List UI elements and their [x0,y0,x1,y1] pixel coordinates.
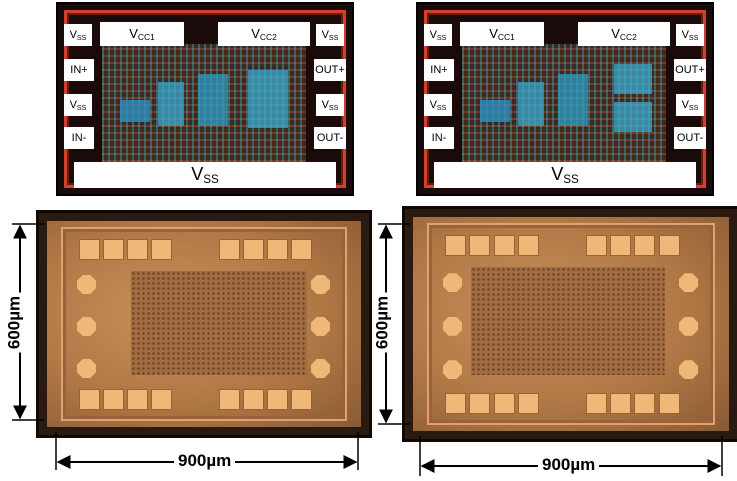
bond-pad [443,360,462,380]
transistor-block [480,100,510,122]
die-seal-ring [61,227,347,421]
width-dimension-left: 900µm [174,452,236,469]
transistor-block [614,102,652,132]
bond-pad [77,275,96,294]
vss-top-left-label: VSS [64,24,92,46]
bond-pad [291,389,312,410]
out-minus-label: OUT- [314,127,346,149]
transistor-block [198,74,228,126]
in-plus-label: IN+ [424,59,454,81]
bond-pad [311,317,330,336]
bond-pad [311,359,330,378]
bond-pad [77,359,96,378]
bond-pad [493,235,515,256]
bond-pad [658,235,680,256]
bond-pad [311,275,330,294]
bond-pad [517,235,539,256]
circuit-array [131,271,307,375]
bond-pad [679,360,698,380]
in-minus-label: IN- [424,127,454,149]
vss-top-left-label: VSS [424,24,452,46]
vss-bottom-label: VSS [74,162,336,188]
layout-right: VSS VCC1 VCC2 VSS IN+ OUT+ VSS VSS IN- O… [416,2,714,196]
height-dimension-left: 600µm [5,292,24,353]
vss-bottom-label: VSS [434,162,696,188]
bond-pad [610,393,632,414]
vcc2-label: VCC2 [218,22,310,46]
layout-left: VSS VCC1 VCC2 VSS IN+ OUT+ VSS VSS IN- O… [56,2,354,196]
transistor-block [248,70,288,128]
bond-pad [151,389,172,410]
bond-pad [219,389,240,410]
bond-pad [517,393,539,414]
vss-mid-right-label: VSS [316,94,344,116]
transistor-block [120,100,150,122]
bond-pad [443,273,462,293]
in-minus-label: IN- [64,127,94,149]
out-minus-label: OUT- [674,127,706,149]
out-plus-label: OUT+ [674,59,706,81]
vss-mid-left-label: VSS [424,94,452,116]
vcc2-label: VCC2 [578,22,670,46]
bond-pad [443,316,462,336]
bond-pad [291,239,312,260]
bond-pad [634,393,656,414]
transistor-block [558,74,588,126]
bond-pad [79,389,100,410]
transistor-block [158,82,184,126]
bond-pad [267,239,288,260]
bond-pad [219,239,240,260]
bond-pad [469,393,491,414]
die-photo-left [36,210,372,438]
bond-pad [610,235,632,256]
die-seal-ring [427,223,715,425]
height-dimension-right: 600µm [373,292,392,353]
width-dimension-right: 900µm [538,456,600,473]
bond-pad [445,393,467,414]
bond-pad [469,235,491,256]
bond-pad [586,393,608,414]
bond-pad [151,239,172,260]
bond-pad [445,235,467,256]
in-plus-label: IN+ [64,59,94,81]
bond-pad [243,239,264,260]
bond-pad [127,389,148,410]
transistor-block [614,64,652,94]
vcc1-label: VCC1 [460,22,544,46]
bond-pad [267,389,288,410]
out-plus-label: OUT+ [314,59,346,81]
circuit-array [471,267,665,375]
vss-mid-left-label: VSS [64,94,92,116]
bond-pad [679,316,698,336]
bond-pad [658,393,680,414]
vss-mid-right-label: VSS [676,94,704,116]
bond-pad [103,389,124,410]
vss-top-right-label: VSS [316,24,344,46]
transistor-block [518,82,544,126]
vss-top-right-label: VSS [676,24,704,46]
bond-pad [586,235,608,256]
bond-pad [103,239,124,260]
bond-pad [679,273,698,293]
bond-pad [127,239,148,260]
vcc1-label: VCC1 [100,22,184,46]
bond-pad [243,389,264,410]
die-photo-right [402,206,737,442]
bond-pad [79,239,100,260]
bond-pad [77,317,96,336]
bond-pad [634,235,656,256]
bond-pad [493,393,515,414]
